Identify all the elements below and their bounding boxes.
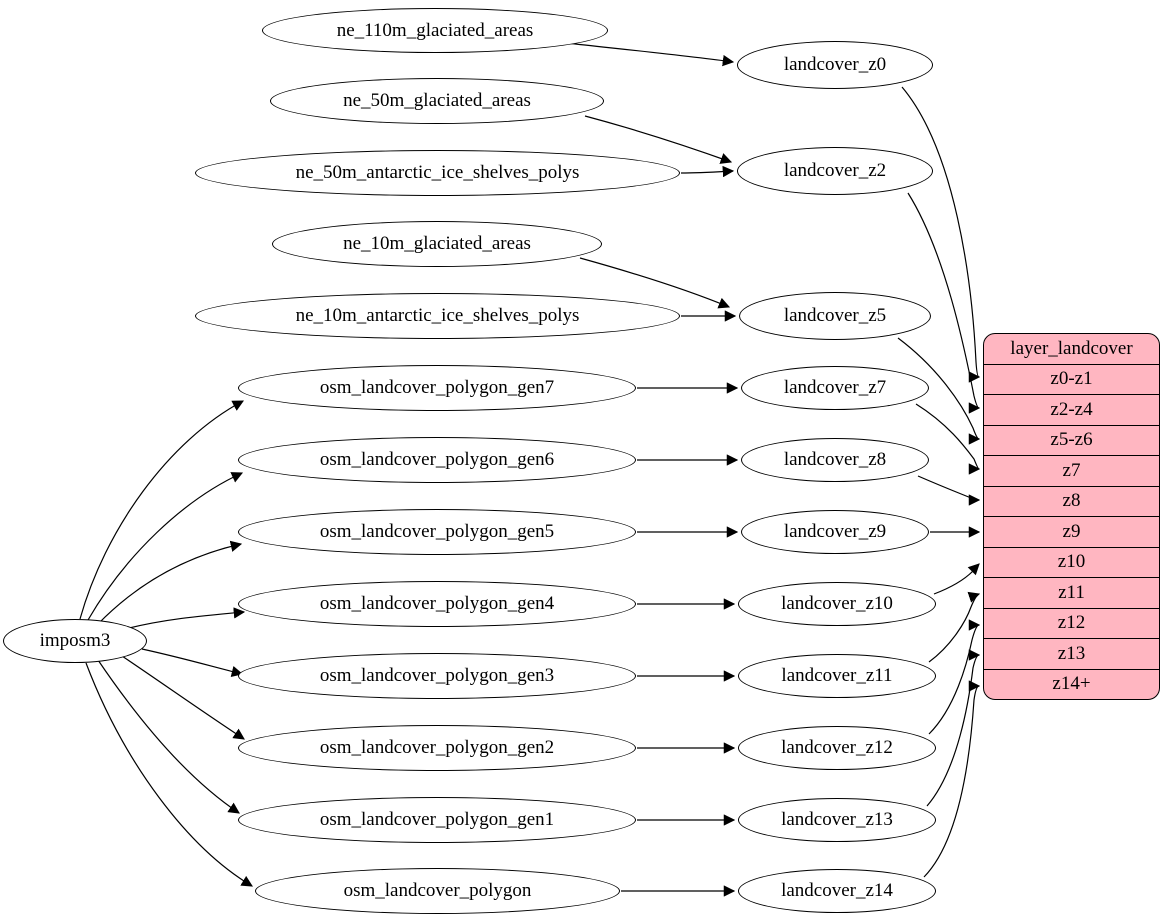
edge-z8-row-z8 (917, 475, 981, 506)
edge-ne50a-z2 (680, 165, 735, 178)
edge-z11-row-z11 (928, 591, 981, 663)
node-landcover-z12: landcover_z12 (738, 726, 936, 770)
edge-z10-row-z10 (933, 563, 980, 595)
node-landcover-z13: landcover_z13 (738, 798, 936, 842)
node-landcover-z14: landcover_z14 (738, 869, 936, 913)
node-label: osm_landcover_polygon_gen5 (319, 521, 555, 542)
table-row-z9: z9 (984, 516, 1159, 547)
edge-imposm3-gen3 (141, 648, 244, 678)
node-landcover-z2: landcover_z2 (737, 147, 933, 195)
node-label: landcover_z11 (781, 665, 893, 686)
node-label: osm_landcover_polygon (343, 880, 532, 901)
node-label: landcover_z0 (783, 54, 887, 75)
node-label: landcover_z5 (783, 305, 887, 326)
table-row-z14: z14+ (984, 668, 1159, 700)
table-row-z13: z13 (984, 638, 1159, 669)
table-row-z12: z12 (984, 607, 1159, 639)
node-label: landcover_z14 (781, 880, 893, 901)
node-label: osm_landcover_polygon_gen2 (319, 737, 555, 758)
node-ne-50m-antarctic-ice-shelves-polys: ne_50m_antarctic_ice_shelves_polys (195, 150, 680, 196)
node-landcover-z7: landcover_z7 (741, 366, 929, 410)
node-label: landcover_z10 (781, 593, 893, 614)
node-landcover-z0: landcover_z0 (737, 41, 933, 89)
table-row-z10: z10 (984, 546, 1159, 578)
node-ne-50m-glaciated-areas: ne_50m_glaciated_areas (270, 78, 604, 124)
node-label: landcover_z13 (781, 809, 893, 830)
edge-z5-row-z5z6 (897, 337, 981, 445)
node-label: ne_10m_glaciated_areas (343, 233, 531, 254)
table-row-z5-z6: z5-z6 (984, 424, 1159, 456)
table-row-z11: z11 (984, 577, 1159, 608)
node-osm-landcover-polygon-gen4: osm_landcover_polygon_gen4 (238, 581, 636, 627)
edge-z0-row-z0z1 (901, 86, 981, 383)
node-osm-landcover-polygon-gen7: osm_landcover_polygon_gen7 (238, 365, 636, 411)
edge-z14-row-z14 (923, 680, 981, 878)
edge-z12-row-z12 (928, 619, 981, 735)
node-landcover-z11: landcover_z11 (738, 654, 936, 698)
node-label: imposm3 (39, 630, 111, 651)
node-label: landcover_z8 (783, 449, 887, 470)
node-label: landcover_z2 (783, 160, 887, 181)
edge-imposm3-gen2 (121, 655, 245, 740)
node-label: ne_50m_antarctic_ice_shelves_polys (295, 162, 580, 183)
table-title: layer_landcover (1010, 337, 1133, 359)
node-label: landcover_z12 (781, 737, 893, 758)
node-imposm3: imposm3 (3, 619, 147, 663)
node-label: osm_landcover_polygon_gen4 (319, 593, 555, 614)
edge-imposm3-gen1 (97, 659, 240, 814)
edge-imposm3-gen4 (124, 607, 246, 630)
node-landcover-z10: landcover_z10 (738, 582, 936, 626)
node-osm-landcover-polygon-gen3: osm_landcover_polygon_gen3 (238, 653, 636, 699)
edge-imposm3-poly (85, 662, 253, 887)
node-osm-landcover-polygon-gen1: osm_landcover_polygon_gen1 (238, 797, 636, 843)
node-landcover-z8: landcover_z8 (741, 438, 929, 482)
node-label: ne_10m_antarctic_ice_shelves_polys (295, 305, 580, 326)
node-label: osm_landcover_polygon_gen6 (319, 449, 555, 470)
node-ne-110m-glaciated-areas: ne_110m_glaciated_areas (262, 8, 608, 53)
edge-imposm3-gen5 (97, 540, 243, 625)
node-label: landcover_z9 (783, 521, 887, 542)
edge-ne50g-z2 (584, 115, 733, 164)
table-layer-landcover: layer_landcover z0-z1 z2-z4 z5-z6 z7 z8 … (983, 333, 1160, 700)
node-label: landcover_z7 (783, 377, 887, 398)
edge-imposm3-gen6 (87, 472, 244, 621)
edge-ne110g-z0 (565, 42, 735, 67)
node-label: osm_landcover_polygon_gen7 (319, 377, 555, 398)
node-label: osm_landcover_polygon_gen3 (319, 665, 555, 686)
edge-ne10g-z5 (579, 257, 731, 309)
node-label: ne_50m_glaciated_areas (343, 90, 531, 111)
node-label: osm_landcover_polygon_gen1 (319, 809, 555, 830)
node-ne-10m-antarctic-ice-shelves-polys: ne_10m_antarctic_ice_shelves_polys (195, 293, 680, 339)
table-row-z0-z1: z0-z1 (984, 363, 1159, 395)
edge-imposm3-gen7 (79, 400, 245, 620)
node-landcover-z9: landcover_z9 (741, 510, 929, 554)
table-row-z2-z4: z2-z4 (984, 394, 1159, 425)
edge-z2-row-z2z4 (907, 192, 981, 414)
node-osm-landcover-polygon-gen5: osm_landcover_polygon_gen5 (238, 509, 636, 555)
node-osm-landcover-polygon-gen2: osm_landcover_polygon_gen2 (238, 725, 636, 771)
node-landcover-z5: landcover_z5 (739, 292, 931, 340)
node-label: ne_110m_glaciated_areas (336, 19, 534, 41)
node-osm-landcover-polygon-gen6: osm_landcover_polygon_gen6 (238, 437, 636, 483)
table-row-z7: z7 (984, 455, 1159, 486)
edge-z7-row-z7 (915, 403, 981, 475)
table-row-z8: z8 (984, 485, 1159, 517)
node-ne-10m-glaciated-areas: ne_10m_glaciated_areas (272, 221, 602, 267)
node-osm-landcover-polygon: osm_landcover_polygon (255, 868, 620, 914)
